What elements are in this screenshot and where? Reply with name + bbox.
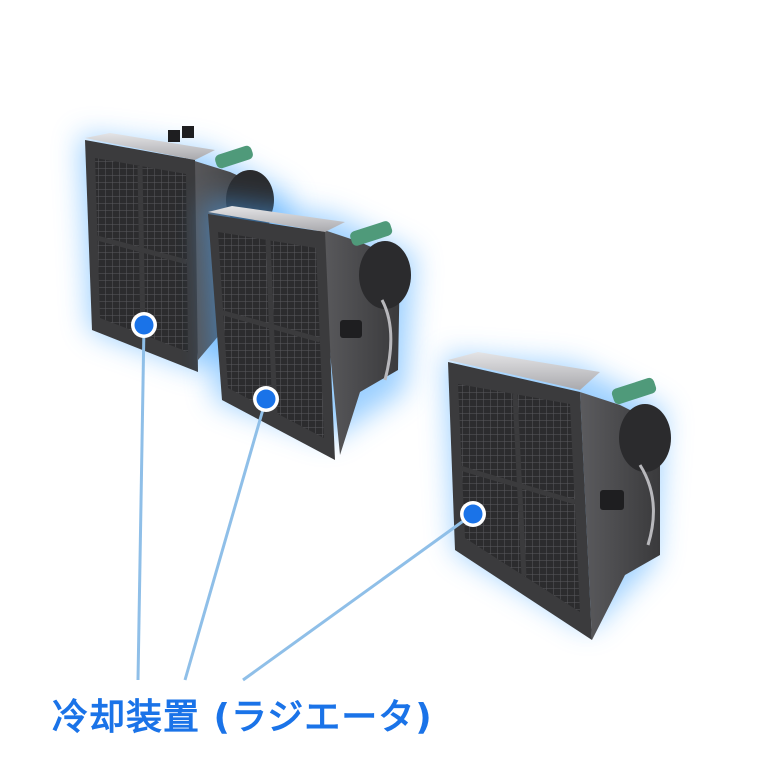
radiator-unit-2 xyxy=(205,200,415,460)
leader-line-1 xyxy=(136,324,146,681)
caption-label: 冷却装置 (ラジエータ) xyxy=(52,697,433,738)
leader-line-2 xyxy=(183,398,268,681)
radiator-unit-3 xyxy=(445,352,671,640)
leader-line-3 xyxy=(242,512,474,682)
marker-dots xyxy=(131,312,486,527)
leader-lines xyxy=(136,324,474,682)
